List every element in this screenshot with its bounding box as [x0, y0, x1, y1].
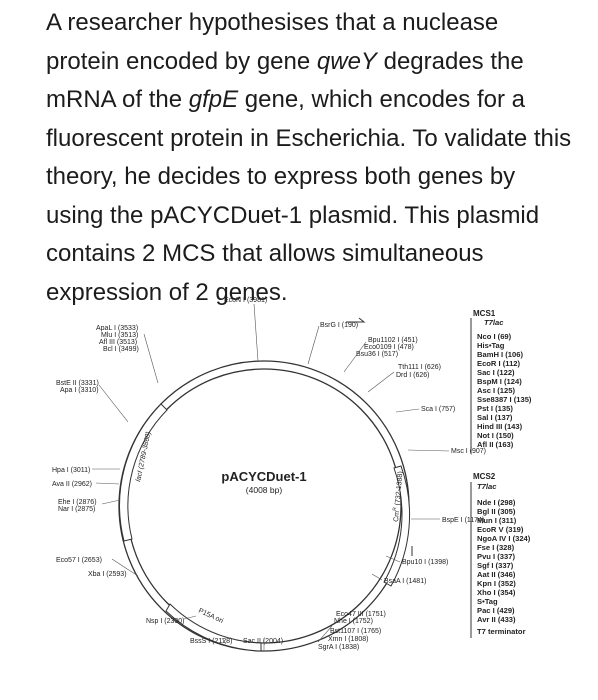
- mcs2-site: Mun I (311): [477, 516, 517, 525]
- site-sac-ii: Sac II (2004): [243, 638, 283, 645]
- site-afl-iii: Afl III (3513): [99, 339, 137, 346]
- site-bsu36-i: Bsu36 I (517): [356, 351, 398, 358]
- gene-name-qwey: qweY: [316, 47, 377, 75]
- mcs1-title: MCS1: [473, 309, 496, 318]
- mcs1-site: EcoR I (112): [477, 359, 521, 368]
- site-apal-i: ApaL I (3533): [96, 325, 138, 332]
- mcs2-site: Sgf I (337): [477, 561, 514, 570]
- site-bsaa-i: BsaA I (1481): [384, 578, 426, 585]
- plasmid-backbone-outer: [118, 360, 410, 652]
- site-nar-i: Nar I (2875): [58, 506, 95, 513]
- site-bste-ii: BstE II (3331): [56, 380, 99, 387]
- plasmid-size: (4008 bp): [246, 485, 283, 495]
- mcs1-site: Afl II (163): [477, 440, 514, 449]
- mcs2-site: Bgl II (305): [477, 507, 516, 516]
- site-hpa-i: Hpa I (3011): [52, 467, 90, 474]
- site-nhe-i: Nhe I (1752): [334, 618, 373, 625]
- site-bpu10-i: Bpu10 I (1398): [402, 559, 448, 566]
- site-sgra-i: SgrA I (1838): [318, 644, 359, 651]
- site-nsp-i: Nsp I (2330): [146, 618, 185, 625]
- site-xmn-i: Xmn I (1808): [328, 636, 368, 643]
- site-xba-i: Xba I (2593): [88, 571, 127, 578]
- mcs2-site: Pvu I (337): [477, 552, 515, 561]
- mcs2-site: S•Tag: [477, 597, 498, 606]
- question-part: A researcher hypothesises that a nucleas…: [46, 9, 499, 75]
- mcs2-site: Kpn I (352): [477, 579, 516, 588]
- gene-name-gfpe: gfpE: [188, 86, 239, 113]
- mcs1-site: BspM I (124): [477, 377, 522, 386]
- site-bsss-i: BssS I (2128): [190, 638, 232, 645]
- mcs1-site: Sse8387 I (135): [477, 395, 532, 404]
- mcs1-site: Not I (150): [477, 431, 514, 440]
- site-ehe-i: Ehe I (2876): [58, 499, 97, 506]
- site-apa-i: Apa I (3310): [60, 387, 99, 394]
- mcs1-site: His•Tag: [477, 341, 505, 350]
- site-bpu1102-i: Bpu1102 I (451): [368, 337, 418, 344]
- mcs1-promoter: T7lac: [484, 318, 504, 327]
- p15a-ori-feature: [165, 603, 262, 652]
- mcs2-site: EcoR V (319): [477, 525, 524, 534]
- laci-feature-arrow: [119, 403, 168, 542]
- site-econ-i: EcoN I (3981): [224, 297, 267, 304]
- site-bsrg-i: BsrG I (190): [320, 322, 358, 329]
- mcs1-site: Sac I (122): [477, 368, 515, 377]
- mcs2-promoter: T7lac: [477, 482, 497, 491]
- plasmid-name: pACYCDuet-1: [221, 469, 306, 484]
- site-bcl-i: Bcl I (3499): [103, 346, 139, 353]
- mcs1-site: Hind III (143): [477, 422, 523, 431]
- mcs1-site: BamH I (106): [477, 350, 523, 359]
- mcs1-t7-arrow: [346, 317, 366, 323]
- mcs2-site-list: Nde I (298) Bgl II (305) Mun I (311) Eco…: [477, 498, 531, 636]
- plasmid-map: lacI (2789-3868) CmR (732-1388) P15A ori…: [52, 297, 532, 652]
- site-eco57-i: Eco57 I (2653): [56, 557, 102, 564]
- plasmid-map-figure: lacI (2789-3868) CmR (732-1388) P15A ori…: [46, 286, 558, 676]
- mcs2-site: Avr II (433): [477, 615, 516, 624]
- site-sca-i: Sca I (757): [421, 406, 455, 413]
- mcs2-site: T7 terminator: [477, 627, 526, 636]
- cmr-feature-arrow: [383, 465, 411, 587]
- site-ava-ii: Ava II (2962): [52, 481, 92, 488]
- site-mlu-i: Mlu I (3513): [101, 332, 138, 339]
- mcs1-site: Asc I (125): [477, 386, 515, 395]
- mcs2-title: MCS2: [473, 472, 496, 481]
- mcs1-site-list: Nco I (69) His•Tag BamH I (106) EcoR I (…: [477, 332, 532, 449]
- site-bspe-i: BspE I (1174): [442, 517, 484, 524]
- mcs1-site: Pst I (135): [477, 404, 513, 413]
- mcs1-site: Sal I (137): [477, 413, 513, 422]
- mcs2-site: Fse I (328): [477, 543, 515, 552]
- plasmid-backbone-inner: [126, 368, 402, 644]
- cmr-feature-label: CmR (732-1388): [391, 471, 404, 522]
- p15a-ori-label: P15A ori: [197, 607, 224, 625]
- mcs1-site: Nco I (69): [477, 332, 512, 341]
- mcs2-site: Aat II (346): [477, 570, 516, 579]
- site-drd-i: Drd I (626): [396, 372, 429, 379]
- mcs2-site: Xho I (354): [477, 588, 516, 597]
- question-part: gene, which encodes for a fluorescent pr…: [46, 86, 572, 306]
- site-msc-i: Msc I (907): [451, 448, 486, 455]
- site-tth111-i: Tth111 I (626): [398, 364, 441, 371]
- mcs2-site: Nde I (298): [477, 498, 516, 507]
- question-part: degrades the mRNA of the: [46, 47, 524, 114]
- mcs2-site: NgoA IV I (324): [477, 534, 531, 543]
- site-eco47-iii: Eco47 III (1751): [336, 611, 386, 618]
- mcs2-site: Pac I (429): [477, 606, 515, 615]
- site-eco0109-i: Eco0109 I (478): [364, 344, 414, 351]
- site-bst1107-i: Bst1107 I (1765): [330, 628, 381, 635]
- question-text: A researcher hypothesises that a nucleas…: [46, 4, 576, 312]
